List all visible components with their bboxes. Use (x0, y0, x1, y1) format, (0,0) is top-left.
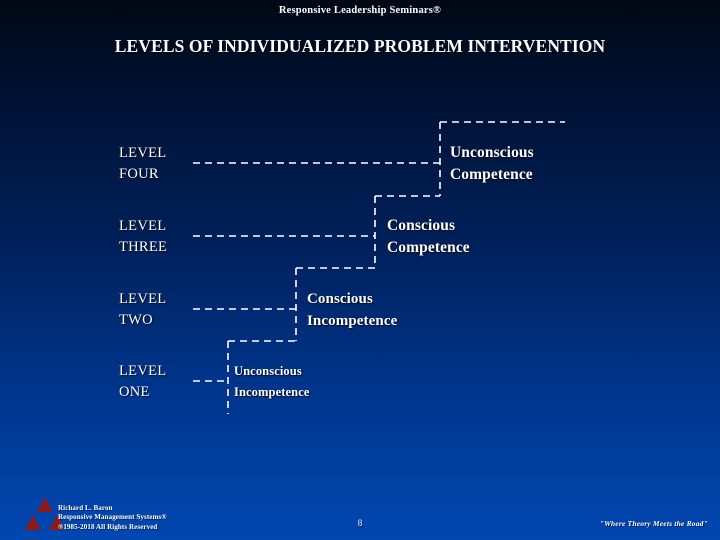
company-tagline: "Where Theory Meets the Road" (599, 519, 708, 528)
copyright-credit: Richard L. Baron Responsive Management S… (58, 503, 167, 531)
company-title: Responsive Leadership Seminars® (278, 5, 442, 16)
level-three-label: LEVEL THREE (119, 218, 168, 255)
level-four-label: LEVEL FOUR (119, 145, 167, 182)
level-four-value: Unconscious Competence (450, 144, 534, 183)
level-two-label: LEVEL TWO (119, 291, 167, 328)
level-one-value: Unconscious Incompetence (234, 364, 310, 399)
page-number: 8 (357, 518, 363, 528)
staircase-diagram: LEVEL FOUR Unconscious Competence LEVEL … (0, 0, 720, 470)
staircase-lines (0, 0, 720, 470)
page-title: LEVELS OF INDIVIDUALIZED PROBLEM INTERVE… (114, 36, 606, 56)
level-one-label: LEVEL ONE (119, 363, 167, 400)
level-two-value: Conscious Incompetence (307, 291, 398, 329)
three-triangles-logo (25, 497, 65, 530)
level-three-value: Conscious Competence (387, 217, 470, 256)
